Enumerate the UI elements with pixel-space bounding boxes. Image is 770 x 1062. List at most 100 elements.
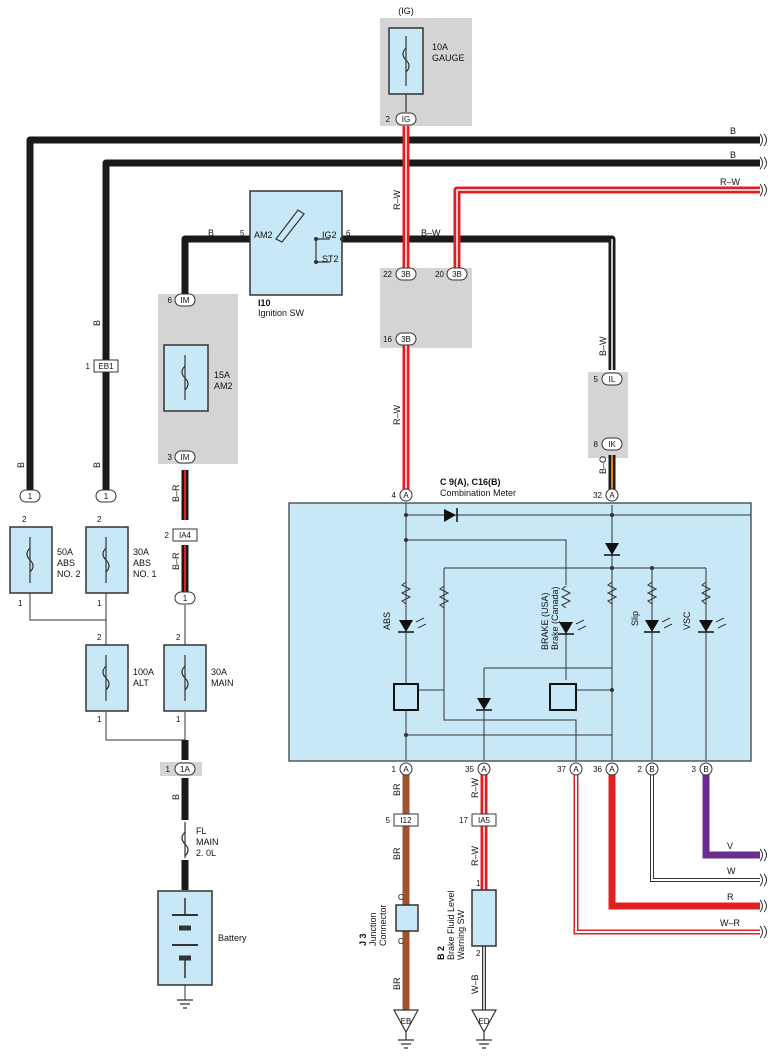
ground-ed: ED bbox=[478, 1017, 489, 1026]
meter-title: C 9(A), C16(B) bbox=[440, 477, 501, 487]
svg-text:B: B bbox=[730, 126, 736, 136]
svg-text:Junction: Junction bbox=[368, 912, 378, 946]
svg-text:ABS: ABS bbox=[133, 558, 151, 568]
ground-eb: EB bbox=[401, 1017, 412, 1026]
svg-text:ABS: ABS bbox=[57, 558, 75, 568]
svg-text:C: C bbox=[398, 937, 404, 946]
svg-text:C: C bbox=[398, 893, 404, 902]
junction-3b-panel bbox=[380, 268, 472, 348]
svg-text:AM2: AM2 bbox=[254, 230, 273, 240]
wire-r bbox=[608, 770, 760, 910]
svg-text:B–W: B–W bbox=[421, 228, 441, 238]
svg-text:1A: 1A bbox=[180, 765, 190, 774]
svg-text:5: 5 bbox=[240, 229, 245, 238]
svg-text:Connector: Connector bbox=[378, 904, 388, 946]
svg-text:8: 8 bbox=[594, 440, 599, 449]
svg-text:ABS: ABS bbox=[382, 612, 392, 630]
svg-text:15A: 15A bbox=[214, 370, 230, 380]
svg-text:Warning SW: Warning SW bbox=[456, 909, 466, 960]
svg-text:V: V bbox=[727, 841, 733, 851]
svg-text:A: A bbox=[403, 765, 409, 774]
svg-text:2: 2 bbox=[22, 515, 27, 524]
svg-text:5: 5 bbox=[594, 375, 599, 384]
svg-text:2: 2 bbox=[386, 115, 391, 124]
svg-text:NO. 2: NO. 2 bbox=[57, 569, 81, 579]
svg-text:3B: 3B bbox=[401, 335, 411, 344]
svg-text:R: R bbox=[727, 892, 734, 902]
svg-text:MAIN: MAIN bbox=[196, 837, 219, 847]
abs1-fuse-box bbox=[85, 526, 129, 594]
svg-text:B 2: B 2 bbox=[436, 946, 446, 960]
svg-text:10A: 10A bbox=[432, 42, 448, 52]
svg-text:2: 2 bbox=[176, 633, 181, 642]
svg-text:2: 2 bbox=[165, 531, 170, 540]
svg-text:I12: I12 bbox=[400, 816, 412, 825]
svg-text:B: B bbox=[649, 765, 654, 774]
connector-pins: IG 2 3B 22 3B 20 3B 16 IM 6 IM 3 IL 5 IK… bbox=[18, 112, 623, 827]
svg-text:35: 35 bbox=[465, 765, 474, 774]
svg-text:6: 6 bbox=[346, 229, 351, 238]
svg-text:B: B bbox=[208, 228, 214, 238]
svg-text:5: 5 bbox=[386, 816, 391, 825]
svg-text:3: 3 bbox=[692, 765, 697, 774]
svg-text:32: 32 bbox=[593, 491, 602, 500]
svg-text:IL: IL bbox=[609, 375, 616, 384]
abs2-fuse-box bbox=[9, 526, 53, 594]
svg-text:NO. 1: NO. 1 bbox=[133, 569, 157, 579]
svg-text:Brake Fluid Level: Brake Fluid Level bbox=[446, 890, 456, 960]
svg-text:R–W: R–W bbox=[470, 777, 480, 798]
svg-text:B: B bbox=[730, 150, 736, 160]
ignition-switch-box bbox=[249, 190, 343, 296]
svg-text:B–R: B–R bbox=[171, 484, 181, 502]
svg-text:R–W: R–W bbox=[392, 404, 402, 425]
svg-text:R–W: R–W bbox=[720, 177, 741, 187]
junction-connector-box bbox=[395, 904, 419, 932]
svg-text:B: B bbox=[92, 462, 102, 468]
svg-text:1: 1 bbox=[183, 594, 188, 603]
svg-text:IG: IG bbox=[402, 115, 410, 124]
svg-text:100A: 100A bbox=[133, 667, 154, 677]
svg-text:3B: 3B bbox=[452, 270, 462, 279]
svg-text:Ignition SW: Ignition SW bbox=[258, 308, 305, 318]
svg-text:A: A bbox=[481, 765, 487, 774]
svg-text:IM: IM bbox=[181, 296, 190, 305]
svg-text:16: 16 bbox=[383, 335, 392, 344]
battery-label: Battery bbox=[218, 933, 247, 943]
svg-text:EB1: EB1 bbox=[98, 362, 114, 371]
svg-text:1: 1 bbox=[104, 492, 109, 501]
svg-text:3B: 3B bbox=[401, 270, 411, 279]
svg-text:1: 1 bbox=[176, 715, 181, 724]
svg-text:B–O: B–O bbox=[598, 456, 608, 474]
svg-text:1: 1 bbox=[28, 492, 33, 501]
combination-meter-box bbox=[288, 502, 752, 762]
svg-text:1: 1 bbox=[97, 715, 102, 724]
svg-text:IK: IK bbox=[608, 440, 616, 449]
svg-text:36: 36 bbox=[593, 765, 602, 774]
brake-switch-box bbox=[471, 889, 497, 947]
wire-v bbox=[702, 770, 760, 859]
svg-text:Brake (Canada): Brake (Canada) bbox=[550, 586, 560, 650]
svg-text:A: A bbox=[403, 491, 409, 500]
wire-b-am2 bbox=[181, 235, 250, 300]
svg-text:I10: I10 bbox=[258, 298, 271, 308]
svg-text:2: 2 bbox=[97, 633, 102, 642]
wire-b-main-top bbox=[26, 136, 760, 490]
svg-text:1: 1 bbox=[392, 765, 397, 774]
svg-text:R–W: R–W bbox=[392, 189, 402, 210]
svg-text:ALT: ALT bbox=[133, 678, 149, 688]
am2-fuse-box bbox=[163, 344, 209, 412]
wire-b-second bbox=[102, 159, 760, 490]
svg-text:A: A bbox=[573, 765, 579, 774]
svg-text:A: A bbox=[609, 765, 615, 774]
svg-text:2: 2 bbox=[476, 949, 481, 958]
svg-text:GAUGE: GAUGE bbox=[432, 53, 465, 63]
svg-text:2: 2 bbox=[638, 765, 643, 774]
svg-text:BRAKE (USA): BRAKE (USA) bbox=[540, 592, 550, 650]
meter-pins: A 4 A 32 A 1 A 35 A 37 A 36 B 2 B 3 bbox=[392, 488, 713, 776]
ig-label: (IG) bbox=[398, 6, 414, 16]
svg-text:20: 20 bbox=[435, 270, 444, 279]
svg-text:W–R: W–R bbox=[720, 918, 741, 928]
svg-text:30A: 30A bbox=[133, 547, 149, 557]
svg-text:50A: 50A bbox=[57, 547, 73, 557]
svg-text:B: B bbox=[171, 794, 181, 800]
